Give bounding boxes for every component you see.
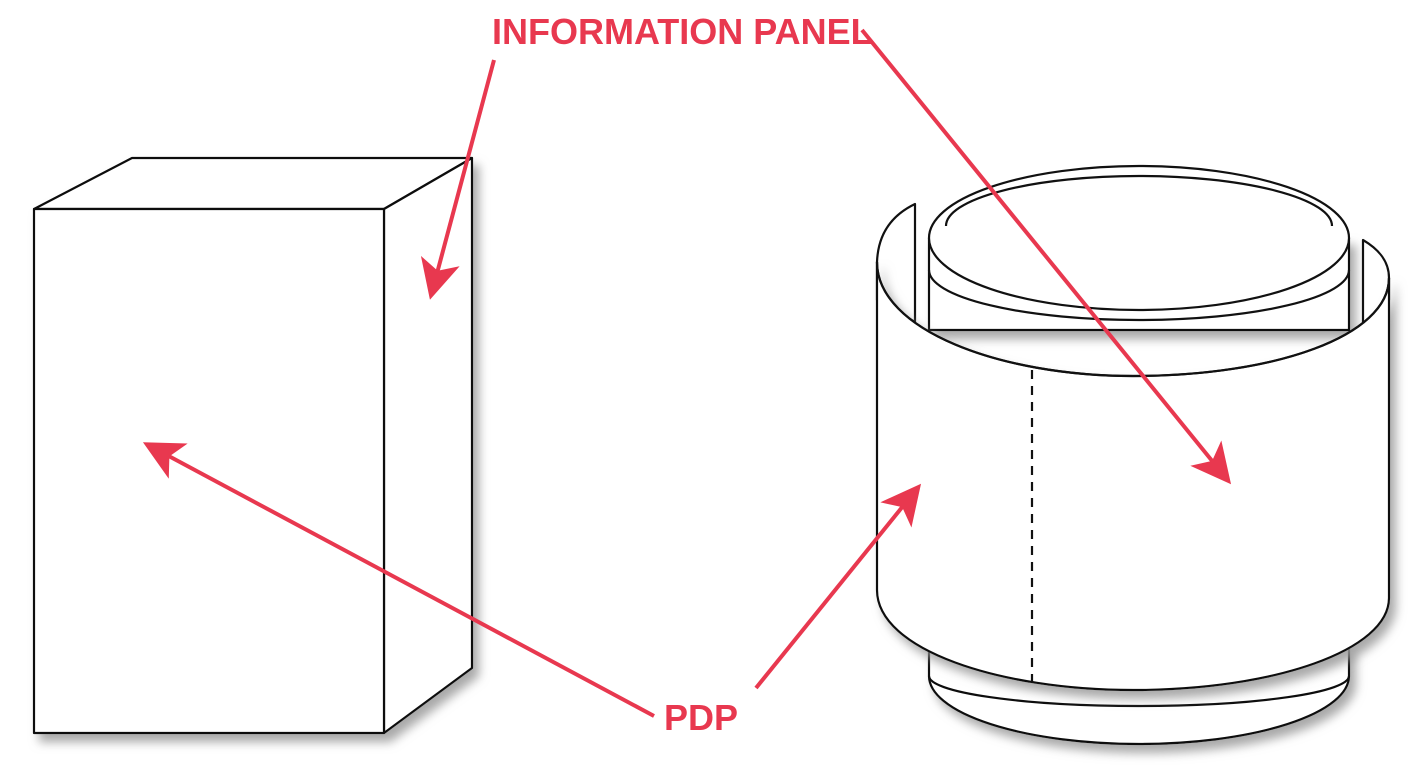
arrow-info-panel-box xyxy=(420,59,496,300)
information-panel-label: INFORMATION PANEL xyxy=(492,11,873,52)
arrow-pdp-cylinder xyxy=(754,483,922,690)
arrow-pdp-box xyxy=(142,442,655,718)
cylindrical-container xyxy=(875,164,1391,746)
container-lid xyxy=(927,164,1351,312)
callout-arrows xyxy=(142,28,1232,718)
arrow-info-panel-cylinder xyxy=(860,28,1232,485)
pdp-label: PDP xyxy=(664,697,739,738)
box-side-panel xyxy=(382,156,474,735)
box-front-panel xyxy=(32,207,386,735)
rectangular-box xyxy=(32,156,474,735)
